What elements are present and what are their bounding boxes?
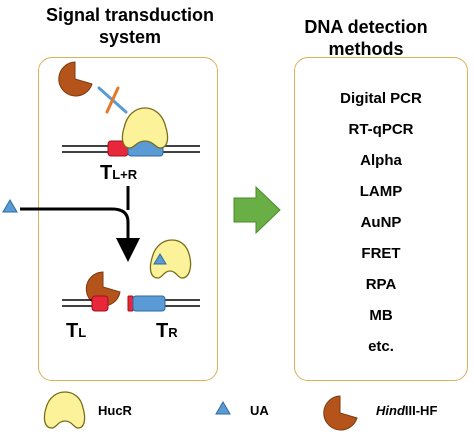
hucr-protein-released — [149, 239, 192, 279]
method-rt-qpcr: RT-qPCR — [348, 121, 414, 138]
label-t-r-sub: R — [168, 325, 178, 340]
ua-triangle-left — [2, 199, 18, 213]
label-t-lr-main: T — [100, 162, 113, 184]
label-t-r-main: T — [156, 320, 169, 342]
legend-hindiii-label: HindIII-HF — [376, 403, 437, 418]
label-t-lr-sub: L+R — [112, 167, 138, 182]
label-t-l: TL — [66, 320, 86, 343]
label-t-l-main: T — [66, 320, 79, 342]
legend-hindiii-icon — [323, 395, 358, 431]
label-t-r: TR — [156, 320, 178, 343]
legend-hindiii-rest: III-HF — [404, 403, 438, 418]
legend-hucr-label: HucR — [98, 403, 132, 418]
red-segment-bottom — [91, 295, 109, 312]
hucr-protein-bound — [121, 107, 169, 149]
method-mb: MB — [369, 307, 393, 324]
dna-detection-header: DNA detection methods — [276, 16, 456, 60]
ua-triangle-bound — [153, 253, 167, 265]
blue-segment-bottom — [132, 295, 166, 312]
green-right-arrow — [233, 185, 281, 235]
label-t-lr: TL+R — [100, 162, 137, 185]
legend-hindiii-italic: Hind — [376, 403, 405, 418]
legend-ua-label: UA — [250, 403, 269, 418]
method-rpa: RPA — [365, 276, 397, 293]
detection-methods-box: Digital PCR RT-qPCR Alpha LAMP AuNP FRET… — [294, 57, 468, 381]
header-right-line2: methods — [328, 39, 404, 59]
signal-transduction-header: Signal transduction system — [30, 4, 230, 48]
method-lamp: LAMP — [359, 183, 403, 200]
header-left-line1: Signal transduction — [45, 5, 214, 25]
red-segment-bottom-right — [127, 295, 134, 312]
method-etc: etc. — [368, 338, 394, 355]
header-right-line1: DNA detection — [304, 17, 428, 37]
legend-ua-icon — [215, 401, 231, 415]
legend-hucr-icon — [43, 391, 86, 429]
method-aunp: AuNP — [360, 214, 402, 231]
label-t-l-sub: L — [78, 325, 87, 340]
hindiii-enzyme-top — [58, 61, 93, 97]
blocked-x-mark — [97, 86, 128, 114]
header-left-line2: system — [98, 27, 162, 47]
ua-input-arrow — [20, 207, 140, 262]
method-alpha: Alpha — [360, 152, 402, 169]
method-digital-pcr: Digital PCR — [340, 90, 422, 107]
method-fret: FRET — [361, 245, 401, 262]
